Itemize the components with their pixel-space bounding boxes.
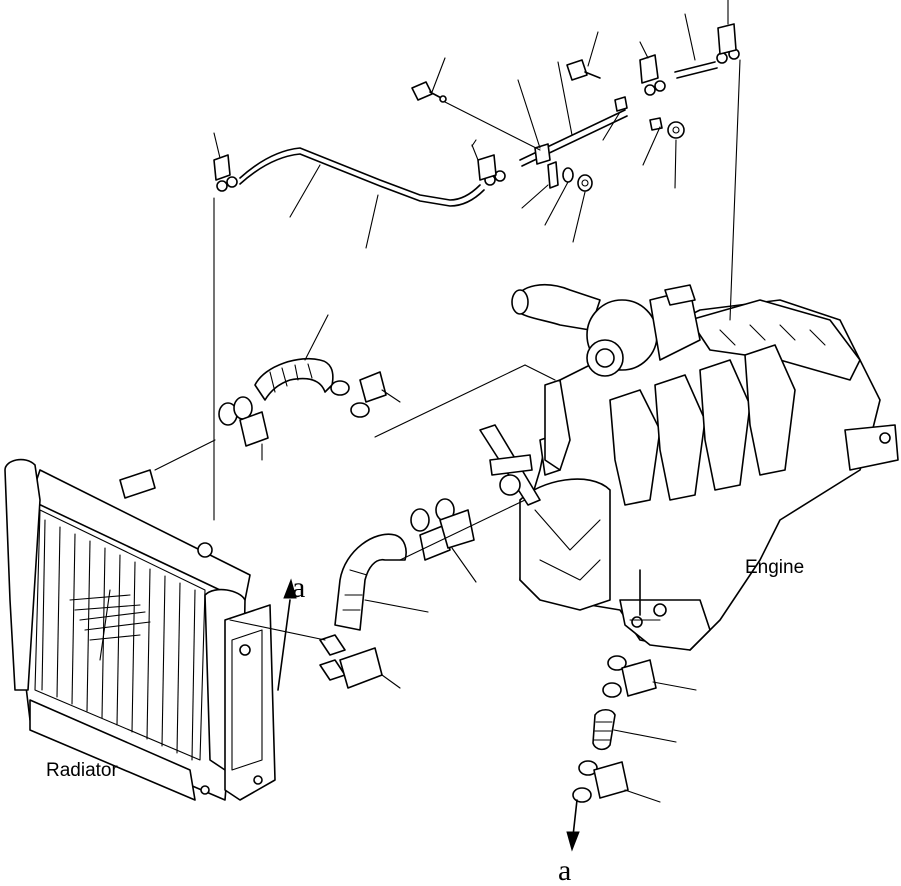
upper-hose-clamps bbox=[218, 371, 387, 447]
turbocharger bbox=[511, 284, 701, 471]
radiator-label: Radiator bbox=[46, 760, 118, 781]
pipe-and-fittings bbox=[213, 0, 740, 207]
lower-hose-clamps bbox=[410, 498, 475, 561]
radiator bbox=[4, 458, 276, 801]
engine bbox=[479, 299, 899, 651]
engine-label: Engine bbox=[745, 557, 805, 578]
small-hose-and-clamps bbox=[572, 655, 657, 803]
reference-a-lower-label: a bbox=[558, 854, 572, 886]
drain-cock bbox=[319, 634, 383, 689]
lower-hose bbox=[334, 533, 407, 631]
reference-a-upper bbox=[277, 578, 297, 691]
reference-a-upper-label: a bbox=[292, 571, 306, 604]
leader-lines bbox=[154, 13, 741, 803]
reference-a-lower bbox=[566, 799, 580, 852]
upper-hose bbox=[254, 358, 334, 401]
